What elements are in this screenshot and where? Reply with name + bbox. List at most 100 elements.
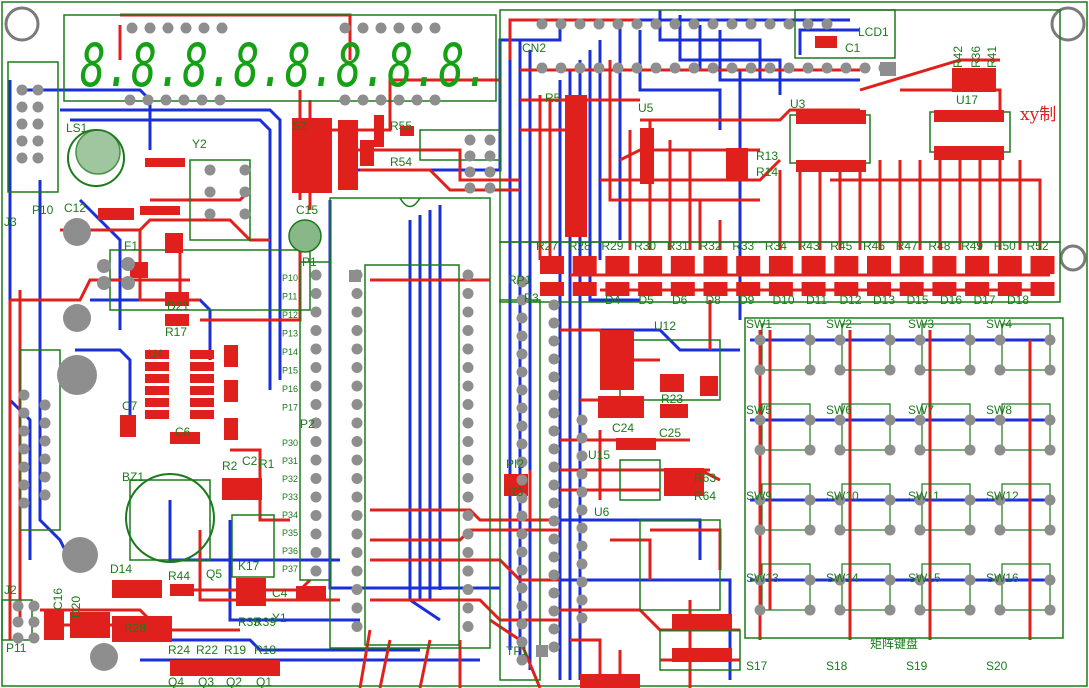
pad [126, 22, 138, 34]
pin-label-p3: P32 [282, 474, 298, 484]
resistor-pad [768, 256, 793, 274]
pad [576, 558, 588, 570]
pin-label-p3: P35 [282, 528, 298, 538]
pad [548, 551, 560, 563]
pad [462, 547, 474, 558]
pad [914, 414, 926, 426]
pad [32, 135, 44, 147]
label-s19: S19 [906, 659, 928, 673]
pad [745, 62, 757, 74]
pad [516, 510, 528, 522]
pad [914, 334, 926, 346]
pad [994, 604, 1006, 616]
switch-label: SW11 [908, 489, 940, 503]
pad [555, 62, 567, 74]
pad [764, 62, 776, 74]
pad [484, 134, 496, 146]
resistor-pad [997, 256, 1022, 274]
pad [310, 491, 322, 503]
pad [351, 399, 363, 410]
pad [310, 325, 322, 336]
label-pi2: PI2 [506, 457, 524, 471]
pad [964, 604, 976, 616]
pad [1044, 444, 1056, 456]
label-u17: U17 [956, 93, 978, 107]
pad [707, 62, 719, 74]
pad [821, 62, 833, 74]
label-c7: C7 [122, 399, 138, 413]
pad [216, 22, 228, 34]
pad [548, 569, 560, 581]
label-y1: Y1 [272, 611, 287, 625]
led-label: D18 [1007, 293, 1029, 307]
pad [548, 371, 560, 383]
pad [351, 547, 363, 558]
switch-outline [761, 563, 811, 611]
pin-label-p1: P13 [282, 329, 298, 339]
pad [516, 276, 528, 288]
led-pad [965, 282, 990, 296]
switch-label: SW6 [826, 403, 852, 417]
pad [18, 443, 30, 455]
switch-outline [1001, 563, 1051, 611]
led-label: D9 [739, 293, 755, 307]
label-r63: R63 [694, 471, 716, 485]
pad [462, 621, 474, 632]
pad [1044, 524, 1056, 536]
pin-label-p3: P31 [282, 456, 298, 466]
resistor-label: R52 [1027, 239, 1049, 253]
pad [411, 94, 423, 106]
resistor-label: R31 [667, 239, 689, 253]
pad [12, 616, 24, 628]
pad [1044, 364, 1056, 376]
pad [464, 182, 476, 194]
resistor-label: R49 [961, 239, 983, 253]
pad [884, 574, 896, 586]
pad [802, 18, 814, 30]
pad [548, 443, 560, 455]
pad [804, 334, 816, 346]
label-r41: R41 [985, 46, 999, 68]
pad [754, 364, 766, 376]
pad [1044, 414, 1056, 426]
large-pad [57, 355, 97, 395]
pad [754, 494, 766, 506]
pad [393, 22, 405, 34]
label-c25: C25 [659, 426, 681, 440]
led-label: D10 [773, 293, 795, 307]
pad [834, 334, 846, 346]
pad [462, 325, 474, 336]
label-lcd1: LCD1 [858, 25, 889, 39]
pad [650, 62, 662, 74]
resistor-label: R27 [536, 239, 558, 253]
label-q4: Q4 [168, 675, 184, 688]
pad [462, 399, 474, 410]
pad [548, 461, 560, 473]
pad [310, 528, 322, 540]
pad [39, 453, 51, 465]
led-pad [605, 282, 630, 296]
resistor-pad [605, 256, 630, 274]
pad [462, 565, 474, 577]
pad [351, 491, 363, 503]
switch-outline [1001, 323, 1051, 371]
pad [783, 62, 795, 74]
switch-outline [841, 563, 891, 611]
label-q1: Q1 [256, 675, 272, 688]
pad [669, 62, 681, 74]
pad [754, 414, 766, 426]
large-pad [63, 304, 91, 332]
switch-label: SW13 [746, 571, 779, 585]
resistor-pad [540, 256, 564, 274]
pad [576, 450, 588, 462]
led-pad [670, 282, 695, 296]
pad [121, 276, 135, 290]
pad [516, 348, 528, 360]
pad [351, 565, 363, 577]
resistor-label: R32 [700, 239, 722, 253]
pad [351, 417, 363, 429]
led-label: D12 [840, 293, 862, 307]
led-pad [768, 282, 793, 296]
pad [914, 574, 926, 586]
